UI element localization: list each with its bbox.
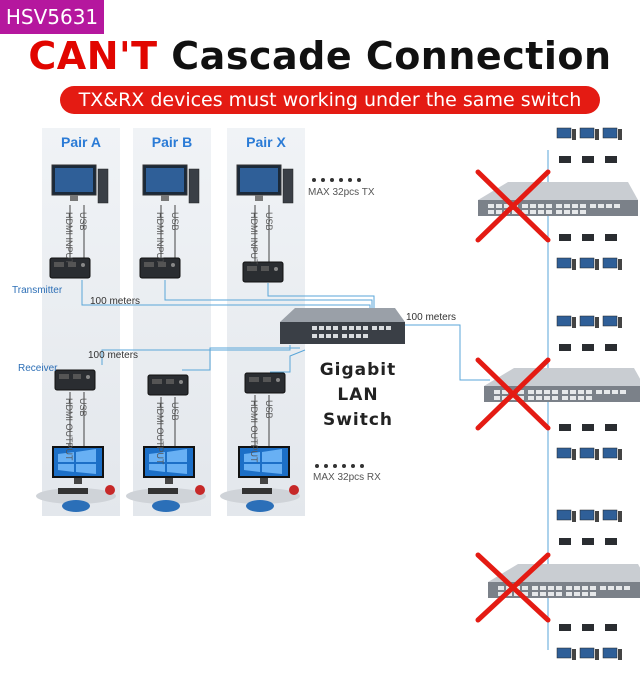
- pc-icon: [51, 164, 109, 204]
- receiver-label: Receiver: [18, 363, 58, 374]
- max-tx-label: MAX 32pcs TX: [308, 187, 375, 198]
- pair-x-label: Pair X: [246, 134, 286, 150]
- usb-label: USB: [78, 212, 88, 231]
- switch-label: Gigabit LAN Switch: [318, 358, 398, 433]
- distance-rx-label: 100 meters: [88, 350, 139, 361]
- distance-tx-label: 100 meters: [90, 296, 141, 307]
- hdmi-input-label: HDMI INPUT: [249, 212, 259, 265]
- hdmi-input-label: HDMI INPUT: [155, 212, 165, 265]
- pair-a-label: Pair A: [61, 134, 101, 150]
- hdmi-output-label: HDMI OUTPUT: [249, 400, 259, 463]
- pc-icon: [142, 164, 200, 204]
- model-badge: HSV5631: [0, 0, 104, 34]
- usb-label: USB: [78, 398, 88, 417]
- title-cant: CAN'T: [28, 34, 158, 78]
- gigabit-switch-icon: [280, 308, 405, 344]
- hdmi-output-label: HDMI OUTPUT: [155, 402, 165, 465]
- usb-label: USB: [264, 400, 274, 419]
- switch-label-line3: Switch: [322, 410, 394, 430]
- pc-icon: [236, 164, 294, 204]
- usb-label: USB: [170, 402, 180, 421]
- usb-label: USB: [170, 212, 180, 231]
- page-title: CAN'T Cascade Connection: [0, 34, 640, 78]
- warning-banner: TX&RX devices must working under the sam…: [60, 86, 600, 114]
- transmitter-label: Transmitter: [12, 285, 63, 296]
- max-rx-label: MAX 32pcs RX: [313, 472, 381, 483]
- usb-label: USB: [264, 212, 274, 231]
- hdmi-input-label: HDMI INPUT: [64, 212, 74, 265]
- switch-label-line2: LAN: [337, 385, 379, 405]
- distance-right-label: 100 meters: [406, 312, 457, 323]
- pair-b-label: Pair B: [151, 134, 193, 150]
- hdmi-output-label: HDMI OUTPUT: [64, 398, 74, 461]
- switch-label-line1: Gigabit: [319, 360, 397, 380]
- title-rest: Cascade Connection: [171, 34, 612, 78]
- cross-icon: [475, 169, 551, 623]
